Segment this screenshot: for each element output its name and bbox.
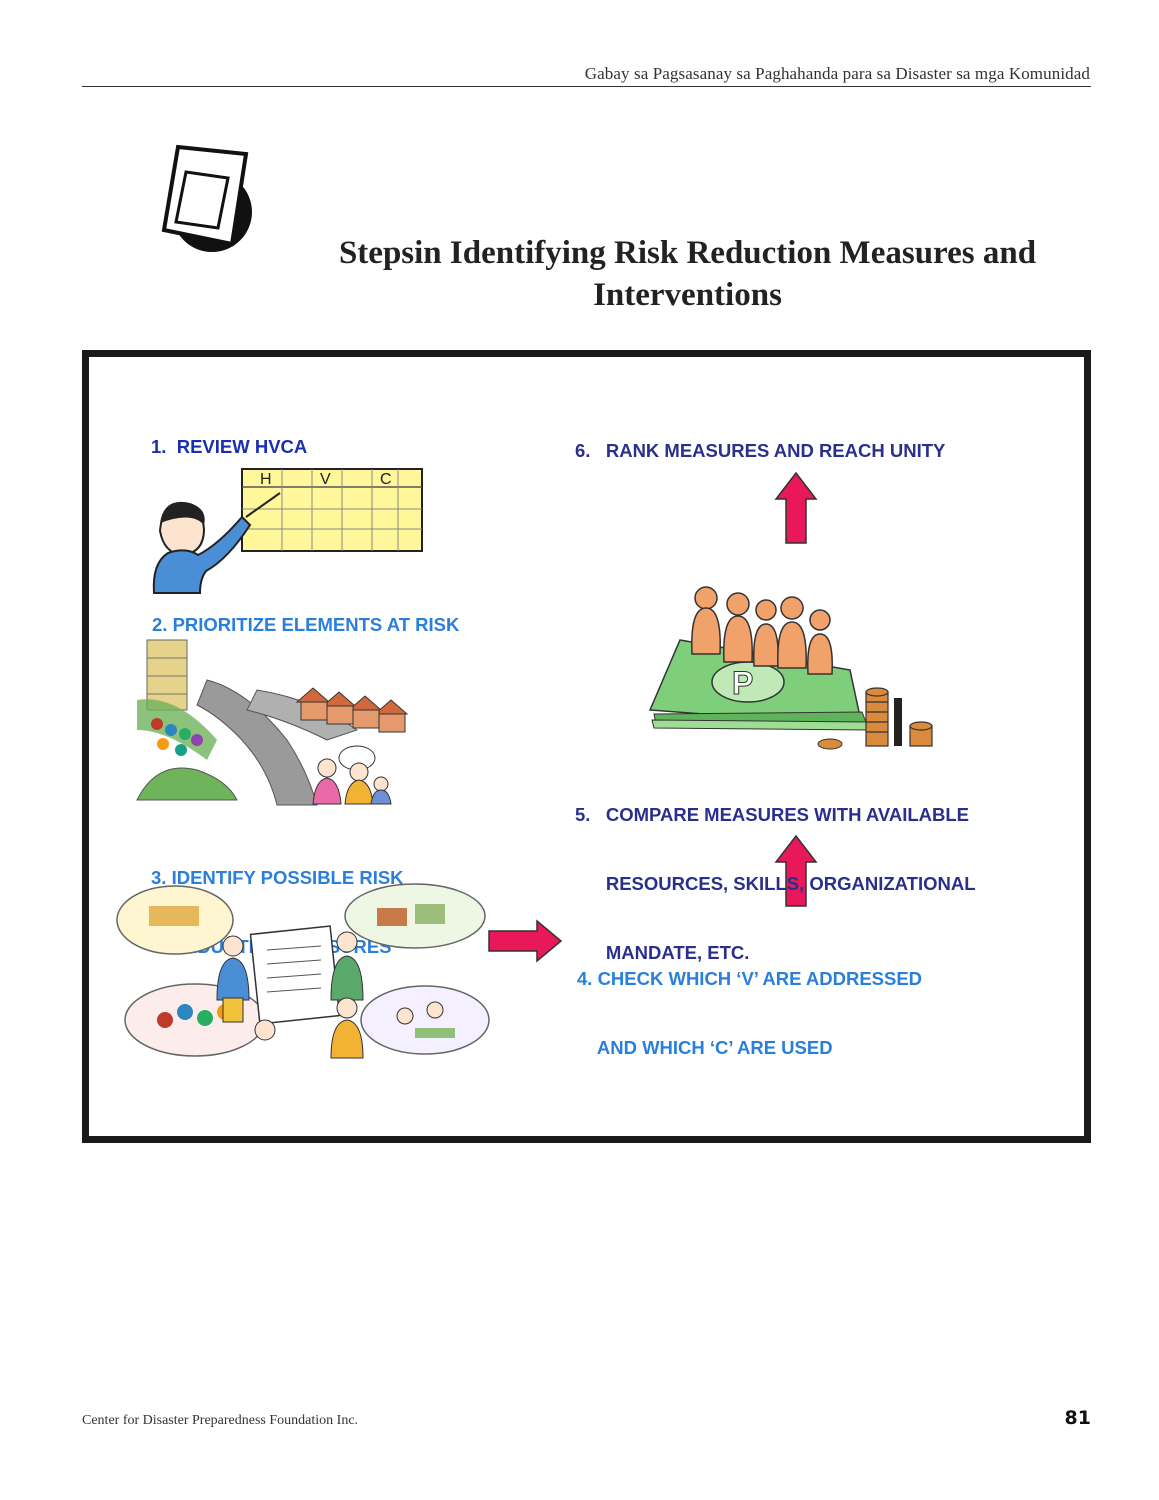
up-arrow-icon-top	[774, 471, 818, 544]
step-5-line-1: 5. COMPARE MEASURES WITH AVAILABLE	[575, 804, 969, 825]
title-line-2: Interventions	[593, 277, 782, 313]
risk-reduction-measures-illustration	[116, 883, 490, 1059]
up-arrow-icon	[774, 834, 818, 907]
hvca-chart-illustration: H V C	[152, 468, 423, 594]
page-title: Stepsin Identifying Risk Reduction Measu…	[300, 232, 1075, 316]
step-1-label: 1. REVIEW HVCA	[151, 436, 308, 457]
running-header: Gabay sa Pagsasanay sa Paghahanda para s…	[584, 64, 1090, 83]
chart-letter-v: V	[320, 471, 331, 488]
community-risk-illustration	[136, 639, 409, 806]
header-rule	[82, 86, 1091, 87]
step-3-line-1: 3. IDENTIFY POSSIBLE RISK	[151, 867, 404, 888]
document-icon	[161, 144, 252, 252]
resources-illustration: P	[648, 586, 933, 750]
chart-letter-h: H	[260, 471, 272, 488]
page-number: 81	[1064, 1407, 1091, 1429]
step-6-label: 6. RANK MEASURES AND REACH UNITY	[575, 440, 946, 461]
step-5-line-2: RESOURCES, SKILLS, ORGANIZATIONAL	[575, 873, 976, 894]
step-5-line-3: MANDATE, ETC.	[575, 942, 750, 963]
step-5-label: 5. COMPARE MEASURES WITH AVAILABLE RESOU…	[575, 757, 976, 987]
right-arrow-icon	[488, 919, 563, 963]
footer-organization: Center for Disaster Preparedness Foundat…	[82, 1413, 359, 1428]
step-2-label: 2. PRIORITIZE ELEMENTS AT RISK	[152, 614, 460, 635]
chart-letter-c: C	[380, 471, 392, 488]
step-4-label: 4. CHECK WHICH ‘V’ ARE ADDRESSED AND WHI…	[577, 921, 922, 1082]
diagram-frame	[82, 350, 1091, 1143]
step-4-line-2: AND WHICH ‘C’ ARE USED	[577, 1037, 833, 1058]
peso-sign: P	[732, 665, 753, 701]
title-line-1: Stepsin Identifying Risk Reduction Measu…	[338, 235, 1037, 271]
step-4-line-1: 4. CHECK WHICH ‘V’ ARE ADDRESSED	[577, 968, 923, 989]
